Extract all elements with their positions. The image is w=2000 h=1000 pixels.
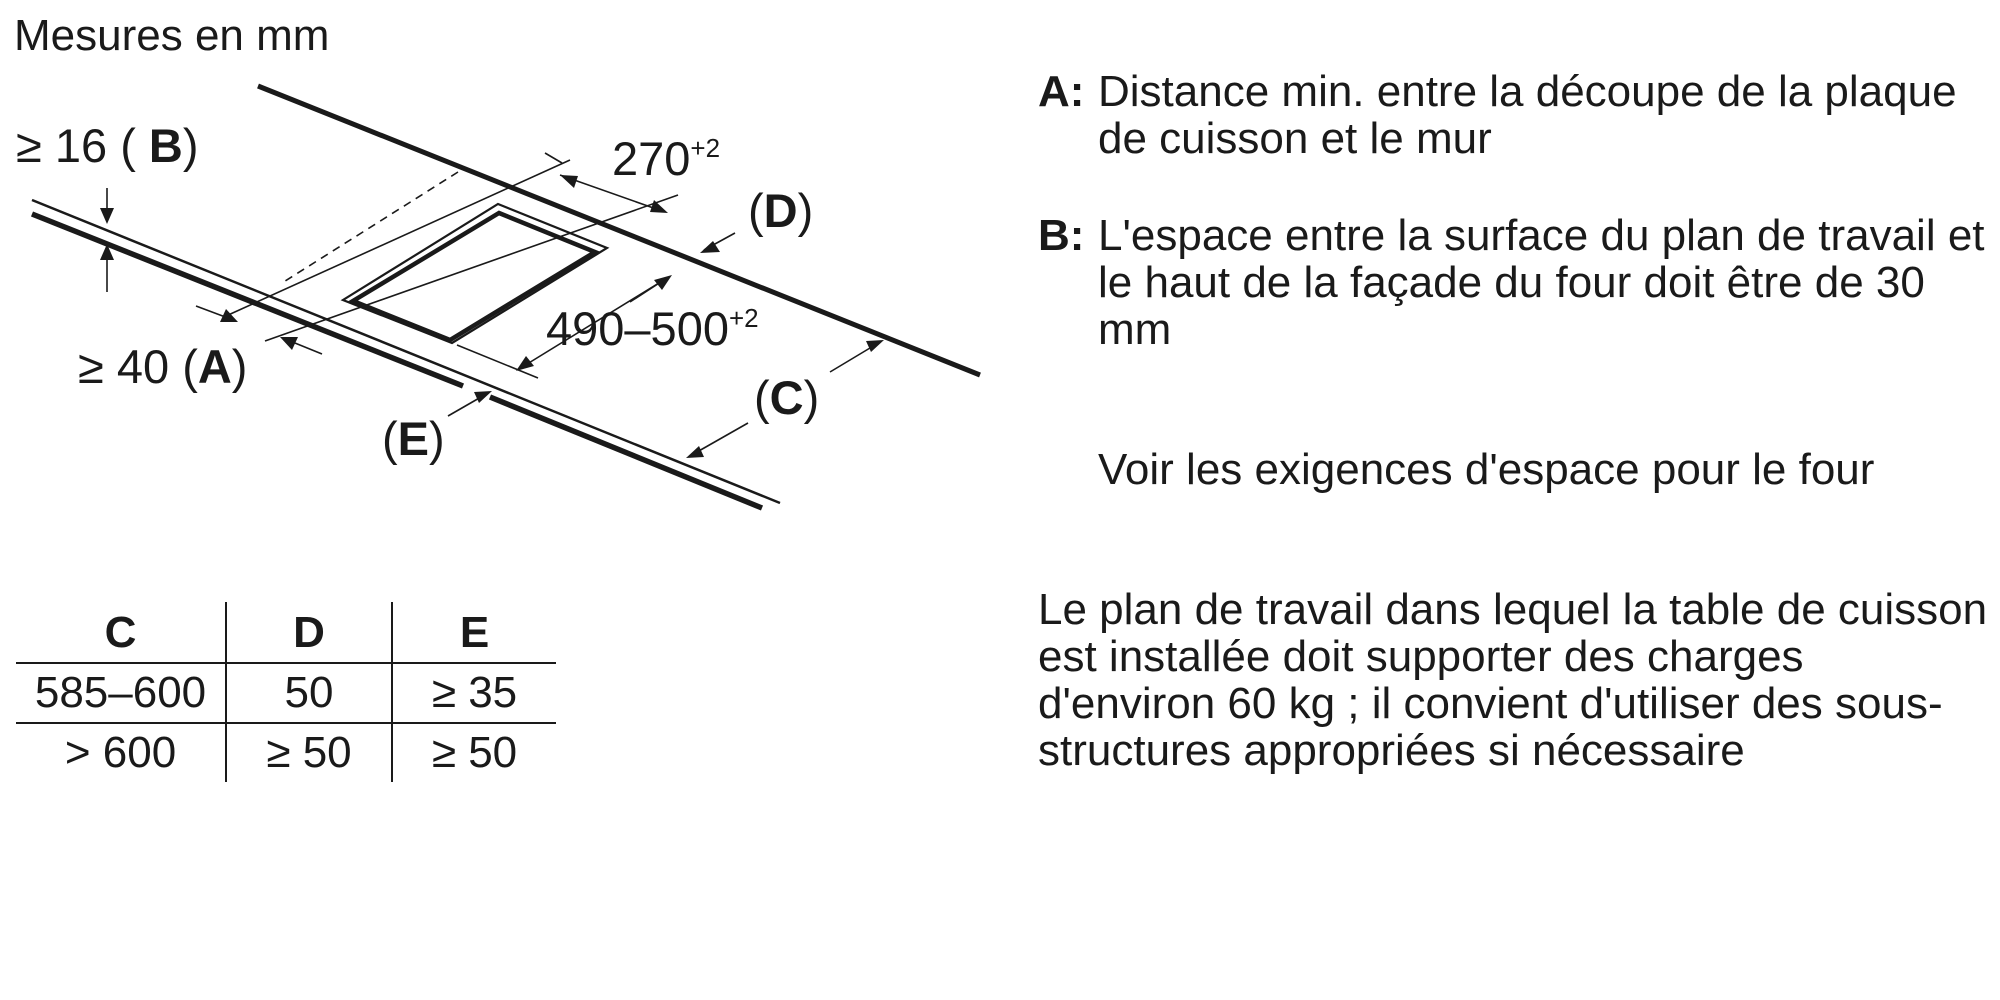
wall-line [257,83,981,378]
worktop-front-edge-left [30,211,465,389]
legend-text: Distance min. entre la découpe de la pla… [1098,67,1957,163]
projection-line-1 [225,159,571,317]
installation-diagram: ≥ 16 ( B) ≥ 40 (A) 270+2 490–500+2 (D) (… [16,83,981,511]
arrowhead-e [474,391,492,403]
page-title: Mesures en mm [14,11,330,60]
legend-key: B: [1038,211,1085,260]
arrowhead-270-right [650,200,668,213]
oven-note: Voir les exigences d'espace pour le four [1098,445,1875,494]
table-cell: ≥ 35 [391,663,556,724]
label-c: (C) [754,371,819,424]
table-cell: ≥ 50 [225,723,392,782]
table-row: 585–600 50 ≥ 35 [16,663,556,724]
table-row: > 600 ≥ 50 ≥ 50 [16,723,556,782]
table-header: C [16,602,226,664]
arrowhead-b-bottom [100,244,114,260]
table-header: D [225,602,392,664]
arrowhead-c-top [866,340,884,352]
legend-item-b: B: L'espace entre la surface du plan de … [1038,212,1988,353]
arrowhead-d [700,241,720,253]
dim-270-ext-left [544,152,563,164]
arrowhead-490-bottom [516,356,534,371]
dim-490-ext-left [456,344,539,379]
table-header-row: C D E [16,602,556,664]
label-b: ≥ 16 ( B) [16,119,199,172]
worktop-top-edge [31,198,781,505]
arrowhead-490-top [654,275,672,290]
worktop-front-edge-right [488,394,764,511]
legend: A: Distance min. entre la découpe de la … [1038,68,1988,403]
label-e: (E) [382,412,445,465]
table-cell: ≥ 50 [391,723,556,782]
arrowhead-a-left [220,309,238,322]
table-cell: 585–600 [16,663,226,724]
legend-item-a: A: Distance min. entre la découpe de la … [1038,68,1988,162]
label-490: 490–500+2 [546,302,759,355]
legend-key: A: [1038,67,1085,116]
arrowhead-270-left [560,175,578,188]
arrowhead-a-right [280,337,298,350]
dim-a-right-arrow [289,340,323,355]
legend-text: L'espace entre la surface du plan de tra… [1098,211,1985,354]
hob-cutout-inner [347,210,600,343]
arrowhead-c-bottom [686,446,704,458]
table-cell: > 600 [64,728,177,777]
dimension-table: C D E 585–600 50 ≥ 35 > 600 ≥ 50 ≥ 50 [16,602,556,782]
table-cell: 50 [225,663,392,724]
table-header: E [391,602,556,664]
label-270: 270+2 [612,132,720,185]
load-note: Le plan de travail dans lequel la table … [1038,585,1988,775]
label-a: ≥ 40 (A) [78,340,247,393]
projection-dashed [281,171,459,284]
dim-270-ext [635,236,698,263]
label-d: (D) [748,184,813,237]
dim-270-arrow-line [559,174,663,212]
dim-a-left-arrow [195,305,229,319]
arrowhead-b-top [100,208,114,224]
projection-line-2 [264,194,679,342]
